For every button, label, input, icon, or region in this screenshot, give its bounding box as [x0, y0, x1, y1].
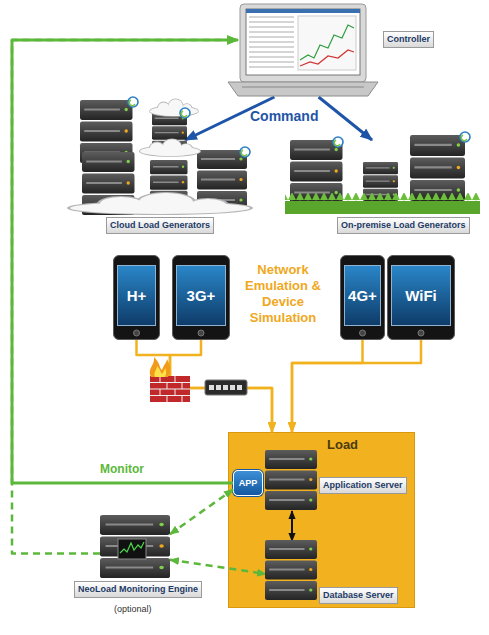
server-icon: [410, 135, 465, 201]
node-note: (optional): [114, 604, 152, 614]
firewall-flame: [150, 357, 170, 377]
firewall-flame: [154, 366, 166, 377]
connector: [12, 40, 238, 483]
window-bar: [246, 9, 360, 13]
laptop-keys: [242, 86, 364, 88]
laptop-base: [228, 82, 378, 96]
phone-button: [418, 330, 424, 336]
zone-title: Load: [327, 437, 358, 452]
device-screen: 4G+: [344, 265, 381, 326]
node-label: NeoLoad Monitoring Engine: [74, 581, 202, 598]
command-label: Command: [250, 108, 318, 124]
mobile-device: WiFi: [387, 255, 455, 340]
connector: [170, 340, 272, 432]
cloud-icon: [140, 139, 200, 156]
cloud-icon: [150, 99, 198, 116]
app-icon: APP: [233, 470, 263, 496]
laptop-screen: [246, 9, 360, 75]
grass-tips: [285, 193, 480, 201]
node-label: Controller: [383, 31, 434, 48]
grass-band: [285, 201, 480, 214]
server-icon: [152, 112, 187, 154]
network-note: Network Emulation & Device Simulation: [238, 262, 328, 326]
screen-rows: [249, 17, 294, 67]
connector: [185, 97, 274, 140]
connector: [170, 490, 233, 535]
chart-line: [300, 50, 354, 66]
server-icon: [265, 450, 317, 510]
logo-icon: [333, 137, 343, 147]
switch-ports: [209, 385, 242, 390]
connector: [292, 340, 363, 432]
connector: [12, 40, 238, 553]
server-icon: [265, 540, 317, 600]
server-node: Application Server: [266, 451, 318, 511]
device-screen: WiFi: [391, 265, 451, 326]
firewall-wall: [150, 376, 190, 402]
generator-group: Cloud Load Generators: [75, 140, 250, 235]
logo-icon: [240, 147, 250, 157]
phone-button: [198, 330, 204, 336]
node-label: On-premise Load Generators: [337, 217, 470, 234]
server-icon: [100, 515, 170, 578]
mobile-device: 4G+: [340, 255, 385, 340]
cloud-icon: [70, 193, 250, 214]
server-node: Database Server: [266, 541, 318, 601]
app-text: APP: [239, 478, 258, 488]
device-screen: H+: [117, 265, 156, 326]
node-label: Application Server: [319, 477, 407, 494]
server-icon: [82, 152, 135, 215]
logo-icon: [460, 132, 470, 142]
monitor-graph: [120, 542, 144, 553]
laptop-lid: [240, 4, 366, 82]
monitor-screen: [118, 539, 146, 559]
firewall-bricks: [150, 376, 190, 402]
connector: [291, 511, 293, 541]
mobile-device: H+: [113, 255, 160, 340]
server-icon: [197, 150, 247, 210]
connector: [137, 340, 273, 432]
mobile-device: 3G+: [172, 255, 230, 340]
load-zone: LoadAPP Application ServerDatabase Server: [228, 432, 415, 608]
edge-label: Monitor: [100, 462, 144, 476]
phone-button: [134, 330, 140, 336]
logo-icon: [128, 97, 138, 107]
phone-button: [360, 330, 366, 336]
server-icon: [80, 100, 133, 163]
server-icon: [363, 162, 398, 201]
chart-line: [300, 25, 354, 60]
server-icon: [290, 140, 343, 203]
controller-node: Controller: [238, 4, 368, 97]
screen-chart: [298, 16, 356, 70]
device-screen: 3G+: [176, 265, 226, 326]
logo-icon: [180, 108, 190, 118]
monitoring-node: NeoLoad Monitoring Engine(optional): [100, 515, 170, 579]
connector: [170, 560, 266, 574]
network-switch: [205, 380, 247, 395]
node-label: Cloud Load Generators: [106, 217, 214, 234]
generator-group: On-premise Load Generators: [285, 140, 480, 235]
connector: [292, 340, 421, 432]
server-icon: [150, 160, 188, 205]
connector: [319, 97, 372, 140]
node-label: Database Server: [319, 587, 398, 604]
